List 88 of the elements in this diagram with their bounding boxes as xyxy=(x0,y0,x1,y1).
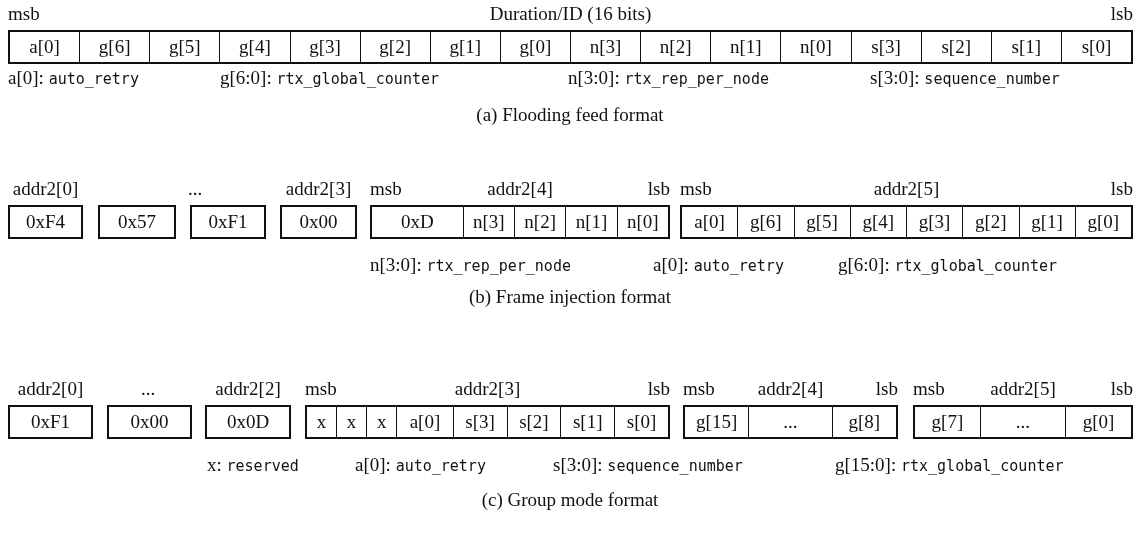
byte-box: 0x00 xyxy=(107,405,192,439)
bit-cell: a[0] xyxy=(396,407,453,437)
bit-cell: ... xyxy=(748,407,832,437)
byte-box: 0x57 xyxy=(98,205,176,239)
bit-cell: n[1] xyxy=(565,207,617,237)
field-heading: addr2[4] xyxy=(487,177,553,201)
bit-cell: s[3] xyxy=(850,32,921,62)
bit-cell: g[3] xyxy=(289,32,360,62)
bit-cell: s[2] xyxy=(506,407,561,437)
field-heading: addr2[0] xyxy=(12,177,79,201)
bit-cell: x xyxy=(366,407,397,437)
bit-cell: n[1] xyxy=(710,32,781,62)
bit-cell: g[3] xyxy=(906,207,963,237)
field-legend: g[6:0]: rtx_global_counter xyxy=(220,66,440,91)
byte-box: 0xF4 xyxy=(8,205,83,239)
bit-cell: ... xyxy=(979,407,1066,437)
bit-cell: g[0] xyxy=(1065,407,1131,437)
figure-caption: (b) Frame injection format xyxy=(468,285,672,309)
bit-cell: g[4] xyxy=(849,207,906,237)
bit-cell: s[3] xyxy=(452,407,507,437)
bit-cell: g[1] xyxy=(429,32,500,62)
lsb-label: lsb xyxy=(875,377,898,401)
bit-cell: a[0] xyxy=(10,32,80,62)
bit-cell: s[1] xyxy=(990,32,1061,62)
bit-cell: s[0] xyxy=(614,407,668,437)
figure-caption: (a) Flooding feed format xyxy=(476,103,664,127)
field-legend: a[0]: auto_retry xyxy=(653,253,784,278)
field-legend: a[0]: auto_retry xyxy=(355,453,486,478)
msb-label: msb xyxy=(680,177,712,201)
lsb-label: lsb xyxy=(1110,377,1133,401)
bit-cell: g[6] xyxy=(79,32,150,62)
field-heading: addr2[2] xyxy=(215,377,281,401)
byte-box: 0xF1 xyxy=(8,405,93,439)
field-legend: g[6:0]: rtx_global_counter xyxy=(838,253,1058,278)
lsb-label: lsb xyxy=(1110,2,1133,26)
field-legend: g[15:0]: rtx_global_counter xyxy=(835,453,1064,478)
bit-cell: x xyxy=(336,407,367,437)
bit-cell: g[15] xyxy=(685,407,749,437)
bit-cell: g[7] xyxy=(915,407,980,437)
byte-box: 0xF1 xyxy=(190,205,266,239)
msb-label: msb xyxy=(683,377,715,401)
bit-cell: g[0] xyxy=(499,32,570,62)
bit-cell: n[3] xyxy=(570,32,641,62)
bit-cell: g[0] xyxy=(1074,207,1131,237)
ellipsis-label: ... xyxy=(187,177,203,201)
byte-box: 0x00 xyxy=(280,205,357,239)
msb-label: msb xyxy=(370,177,402,201)
bit-cell: n[2] xyxy=(513,207,566,237)
field-heading: addr2[5] xyxy=(873,177,940,201)
lsb-label: lsb xyxy=(647,377,670,401)
bit-cell: n[3] xyxy=(462,207,514,237)
msb-label: msb xyxy=(305,377,337,401)
bit-cell: s[2] xyxy=(920,32,991,62)
field-legend: x: reserved xyxy=(207,453,299,478)
bit-cell: n[2] xyxy=(640,32,711,62)
byte-box: 0x0D xyxy=(205,405,291,439)
ellipsis-label: ... xyxy=(140,377,156,401)
lsb-label: lsb xyxy=(647,177,670,201)
bit-cell: g[1] xyxy=(1018,207,1075,237)
field-heading: addr2[4] xyxy=(757,377,824,401)
field-heading: addr2[3] xyxy=(454,377,521,401)
bit-cell: g[8] xyxy=(831,407,896,437)
field-legend: s[3:0]: sequence_number xyxy=(553,453,743,478)
field-heading: addr2[5] xyxy=(990,377,1056,401)
bit-cell: n[0] xyxy=(780,32,851,62)
bit-cell: x xyxy=(307,407,337,437)
bit-cell: g[2] xyxy=(962,207,1019,237)
bit-cell: 0xD xyxy=(372,207,463,237)
bit-cell: g[4] xyxy=(219,32,290,62)
lsb-label: lsb xyxy=(1110,177,1133,201)
field-legend: a[0]: auto_retry xyxy=(8,66,139,91)
bit-cell: n[0] xyxy=(616,207,668,237)
field-legend: s[3:0]: sequence_number xyxy=(870,66,1060,91)
bit-cell: g[6] xyxy=(737,207,794,237)
figure-caption: (c) Group mode format xyxy=(481,488,659,512)
bit-cell: s[0] xyxy=(1060,32,1131,62)
field-heading: Duration/ID (16 bits) xyxy=(489,2,652,26)
bit-cell: g[2] xyxy=(359,32,430,62)
field-heading: addr2[3] xyxy=(285,177,352,201)
bit-cell: a[0] xyxy=(682,207,738,237)
bit-cell: g[5] xyxy=(149,32,220,62)
field-heading: addr2[0] xyxy=(17,377,84,401)
msb-label: msb xyxy=(8,2,40,26)
bit-cell: g[5] xyxy=(793,207,850,237)
bit-cell: s[1] xyxy=(560,407,615,437)
field-legend: n[3:0]: rtx_rep_per_node xyxy=(568,66,769,91)
msb-label: msb xyxy=(913,377,945,401)
field-legend: n[3:0]: rtx_rep_per_node xyxy=(370,253,571,278)
